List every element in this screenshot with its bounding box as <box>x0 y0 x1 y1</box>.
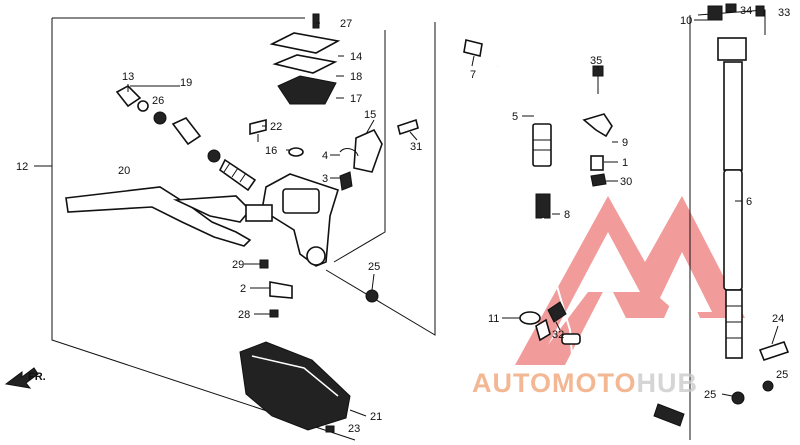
direction-label: FR. <box>28 371 46 383</box>
callout-26: 26 <box>152 95 164 107</box>
callout-4: 4 <box>322 150 328 162</box>
callout-29: 29 <box>232 259 244 271</box>
callout-13: 13 <box>122 71 134 83</box>
callout-25b: 25 <box>776 369 788 381</box>
callout-18: 18 <box>350 71 362 83</box>
junction-hardware <box>582 65 613 187</box>
brake-pipe <box>535 193 685 427</box>
callout-34: 34 <box>740 5 752 17</box>
watermark-tail: HUB <box>637 368 699 398</box>
callout-3: 3 <box>322 173 328 185</box>
callout-31: 31 <box>410 141 422 153</box>
callout-15: 15 <box>364 109 376 121</box>
callout-5: 5 <box>512 111 518 123</box>
master-cylinder-body <box>245 173 339 267</box>
brake-lever <box>65 186 252 247</box>
piston-assembly <box>115 85 257 192</box>
callout-2: 2 <box>240 283 246 295</box>
callout-labels: 1 2 3 4 5 6 7 8 9 10 11 12 13 14 15 16 1… <box>16 5 790 435</box>
callout-23: 23 <box>348 423 360 435</box>
callout-9: 9 <box>622 137 628 149</box>
callout-8: 8 <box>564 209 570 221</box>
master-cylinder-cover <box>239 341 351 433</box>
callout-6: 6 <box>746 196 752 208</box>
callout-27: 27 <box>340 18 352 30</box>
brake-hose-upper <box>463 39 552 167</box>
svg-text:AUTOMOTOHUB: AUTOMOTOHUB <box>472 368 698 398</box>
reservoir-cap-assembly <box>269 13 341 105</box>
callout-35: 35 <box>590 55 602 67</box>
body-hardware <box>249 118 419 318</box>
watermark-text: AUTOMOTOHUB <box>472 368 698 398</box>
callout-21: 21 <box>370 411 382 423</box>
watermark-main: AUTOMOTO <box>472 368 637 398</box>
callout-16: 16 <box>265 145 277 157</box>
callout-10: 10 <box>680 15 692 27</box>
callout-25a: 25 <box>368 261 380 273</box>
callout-11: 11 <box>488 313 499 325</box>
callout-22: 22 <box>270 121 282 133</box>
front-direction-arrow: FR. <box>4 367 46 389</box>
callout-24: 24 <box>772 313 784 325</box>
callout-30: 30 <box>620 176 632 188</box>
callout-33: 33 <box>778 7 790 19</box>
callout-25c: 25 <box>704 389 716 401</box>
master-cylinder-frame <box>51 17 436 441</box>
callout-7: 7 <box>470 69 476 81</box>
callout-leaders <box>34 19 779 417</box>
watermark-logo <box>515 196 745 365</box>
callout-1: 1 <box>622 157 628 169</box>
callout-19: 19 <box>180 77 192 89</box>
callout-28: 28 <box>238 309 250 321</box>
callout-17: 17 <box>350 93 362 105</box>
callout-14: 14 <box>350 51 362 63</box>
callout-12: 12 <box>16 161 28 173</box>
callout-32: 32 <box>552 329 564 341</box>
callout-20: 20 <box>118 165 130 177</box>
brake-hose-long <box>689 3 790 440</box>
